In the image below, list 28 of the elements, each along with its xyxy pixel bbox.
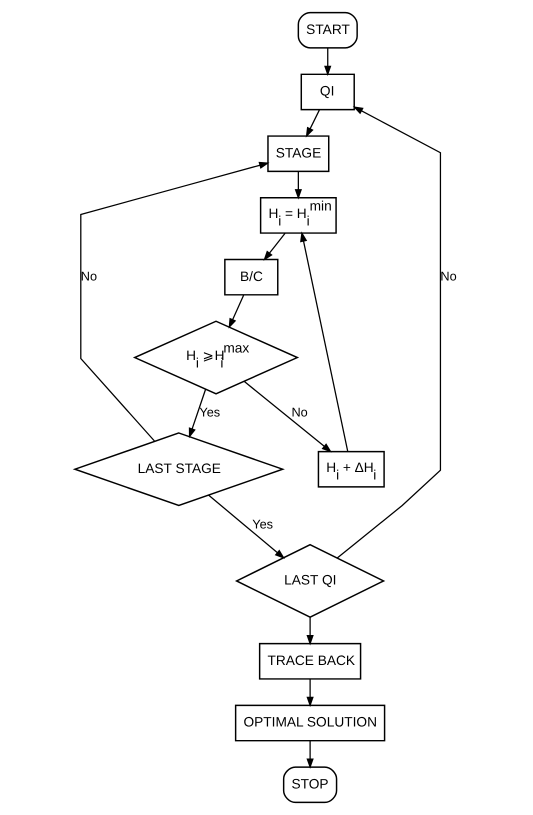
arrow	[208, 494, 286, 560]
arrow	[306, 110, 320, 138]
node-diamond: LAST STAGE	[72, 432, 285, 506]
node-box: TRACE BACK	[258, 642, 362, 680]
arrow	[188, 389, 206, 438]
node-box: QI	[300, 74, 355, 110]
arrow	[324, 48, 332, 76]
node-box: B/C	[224, 258, 278, 296]
edge-label: No	[291, 404, 308, 420]
node-box: OPTIMAL SOLUTION	[234, 704, 386, 742]
arrow	[244, 381, 332, 453]
arrow	[306, 679, 314, 708]
arrow	[306, 741, 314, 769]
arrow	[336, 106, 442, 559]
arrow	[294, 172, 302, 200]
edge-label: No	[440, 268, 457, 284]
node-diamond: LAST QI	[234, 544, 386, 618]
arrow	[263, 233, 286, 261]
node-box: STAGE	[267, 135, 330, 172]
arrow	[228, 294, 244, 329]
arrow	[300, 231, 348, 452]
edge-label: Yes	[252, 516, 274, 532]
node-box: START	[298, 12, 358, 49]
arrow	[80, 162, 270, 442]
edge-label: Yes	[199, 404, 220, 420]
arrow	[306, 617, 314, 646]
edge-label: No	[80, 268, 98, 284]
node-box: STOP	[282, 766, 338, 804]
